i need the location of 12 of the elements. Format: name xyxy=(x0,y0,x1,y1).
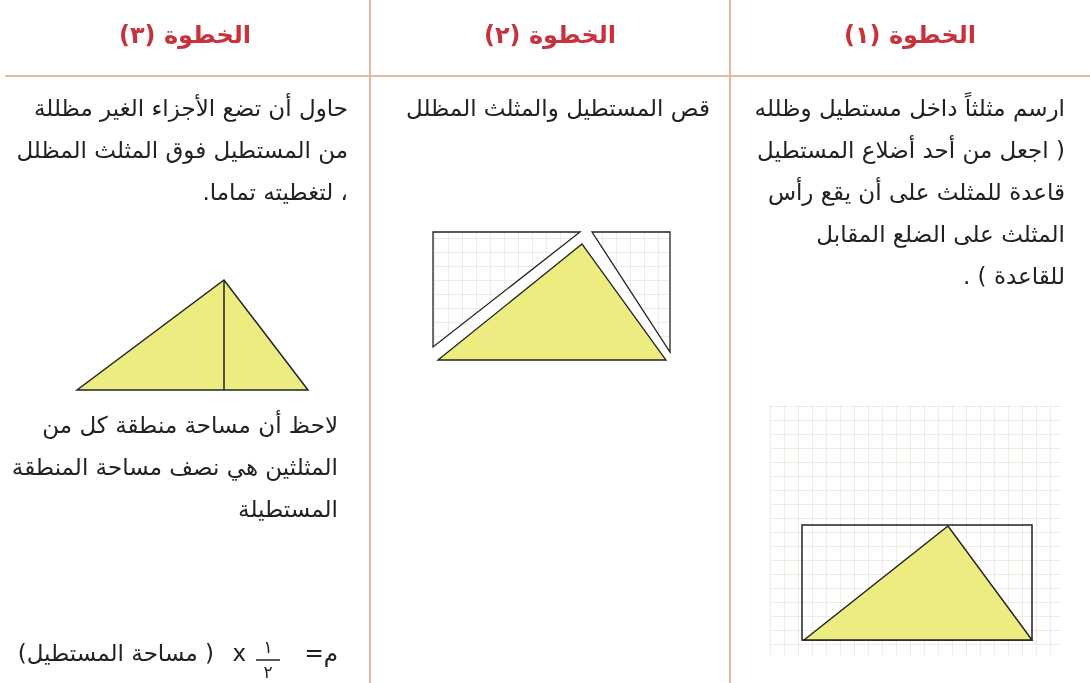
formula-text: م= xyxy=(303,639,338,669)
note-text: لاحظ أن مساحة منطقة كل من المثلثين هي نصف مساحة المنطقة المستطيلة xyxy=(10,409,338,524)
instruction-text: قص المستطيل والمثلث المظلل xyxy=(404,94,710,124)
fraction-numerator: ١ xyxy=(262,636,274,658)
fraction-denominator: ٢ xyxy=(262,661,274,683)
step-heading: الخطوة (٢) xyxy=(482,20,618,51)
instruction-text: حاول أن تضع الأجزاء الغير مظللة من المستطيل فوق المثلث المظلل ، لتغطيته تماما. xyxy=(15,92,348,207)
step-heading: الخطوة (١) xyxy=(842,20,978,51)
formula-text: ( مساحة المستطيل) xyxy=(16,639,214,668)
multiply-sign: x xyxy=(231,639,246,668)
instruction-text: ارسم مثلثاً داخل مستطيل وظلله ( اجعل من أحد أضلاع المستطيل قاعدة للمثلث على أن يقع رأس المثلث على الضلع المقابل للقاعدة ) . xyxy=(745,87,1065,297)
step-heading: الخطوة (٣) xyxy=(117,20,253,51)
